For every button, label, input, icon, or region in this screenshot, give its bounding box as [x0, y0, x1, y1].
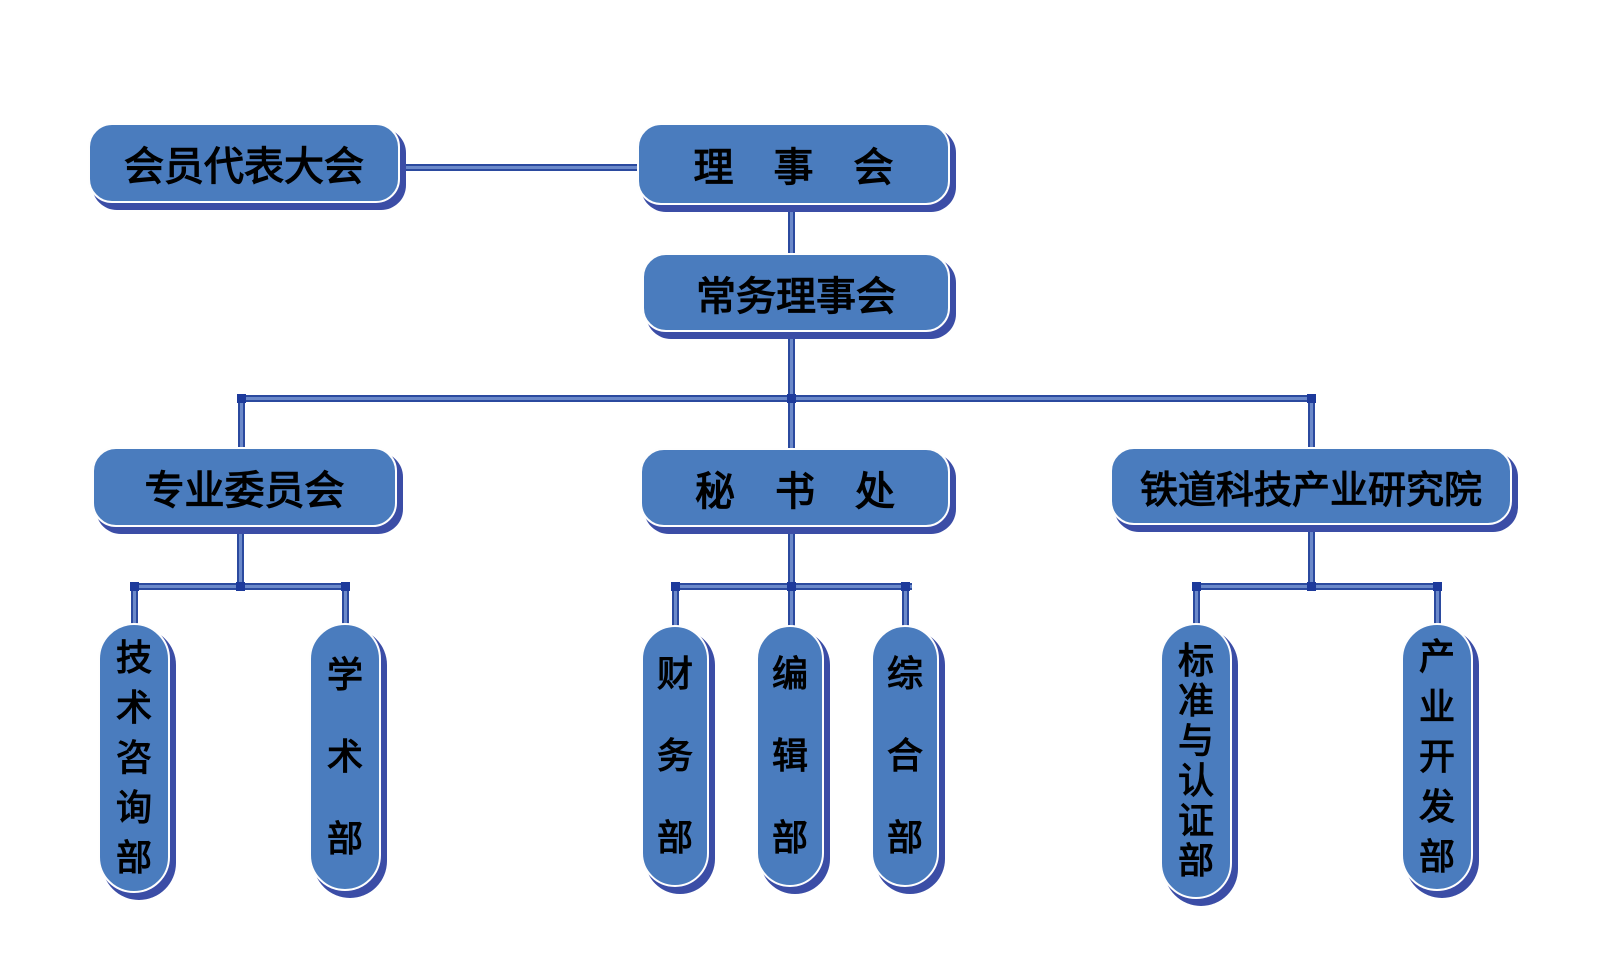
node-secretariat: 秘 书 处 — [640, 448, 950, 527]
connector-right-bar — [1193, 583, 1441, 590]
connector-congress-council — [400, 164, 637, 171]
junction-dot — [1433, 582, 1442, 591]
node-editorial: 编辑部 — [756, 625, 824, 887]
junction-dot — [237, 394, 246, 403]
node-standing-council-label: 常务理事会 — [696, 272, 896, 320]
connector-drop-tech-consulting — [131, 583, 138, 625]
connector-drop-academic — [342, 583, 349, 625]
connector-standing-downtrunk — [788, 332, 795, 448]
node-standards-certification-label: 标准与认证部 — [1177, 640, 1214, 882]
connector-drop-comprehensive — [902, 583, 909, 627]
node-academic-label: 学术部 — [326, 654, 363, 860]
node-finance: 财务部 — [641, 625, 709, 887]
node-academic: 学术部 — [309, 623, 381, 891]
node-professional-committee-label: 专业委员会 — [144, 467, 345, 514]
junction-dot — [787, 394, 796, 403]
junction-dot — [236, 582, 245, 591]
connector-distribution-bar — [238, 395, 1316, 402]
node-editorial-label: 编辑部 — [771, 653, 808, 859]
node-research-institute-label: 铁道科技产业研究院 — [1139, 466, 1482, 512]
junction-dot — [671, 582, 680, 591]
node-research-institute: 铁道科技产业研究院 — [1110, 447, 1512, 525]
junction-dot — [1307, 394, 1316, 403]
junction-dot — [1192, 582, 1201, 591]
node-member-congress-label: 会员代表大会 — [124, 143, 364, 190]
node-standards-certification: 标准与认证部 — [1160, 623, 1232, 899]
node-comprehensive-label: 综合部 — [886, 653, 923, 859]
node-tech-consulting: 技术咨询部 — [98, 623, 170, 893]
node-secretariat-label: 秘 书 处 — [695, 467, 895, 515]
connector-drop-professional-committee — [238, 395, 245, 447]
node-comprehensive: 综合部 — [871, 625, 939, 887]
node-industry-development: 产业开发部 — [1401, 623, 1473, 891]
connector-drop-research-institute — [1308, 395, 1315, 447]
junction-dot — [1307, 582, 1316, 591]
connector-professional-downtrunk — [237, 527, 244, 586]
connector-drop-finance — [672, 583, 679, 627]
connector-secretariat-downtrunk — [788, 527, 795, 627]
node-tech-consulting-label: 技术咨询部 — [115, 637, 152, 879]
connector-institute-downtrunk — [1308, 525, 1315, 586]
junction-dot — [787, 582, 796, 591]
junction-dot — [901, 582, 910, 591]
node-council-label: 理 事 会 — [693, 144, 894, 191]
junction-dot — [341, 582, 350, 591]
node-member-congress: 会员代表大会 — [88, 123, 400, 203]
node-council: 理 事 会 — [637, 123, 950, 205]
node-standing-council: 常务理事会 — [642, 253, 950, 332]
connector-drop-industry — [1434, 583, 1441, 625]
connector-drop-standards — [1193, 583, 1200, 625]
connector-council-standing — [788, 205, 795, 253]
node-finance-label: 财务部 — [656, 653, 693, 859]
junction-dot — [130, 582, 139, 591]
node-professional-committee: 专业委员会 — [92, 447, 397, 527]
node-industry-development-label: 产业开发部 — [1418, 636, 1455, 878]
